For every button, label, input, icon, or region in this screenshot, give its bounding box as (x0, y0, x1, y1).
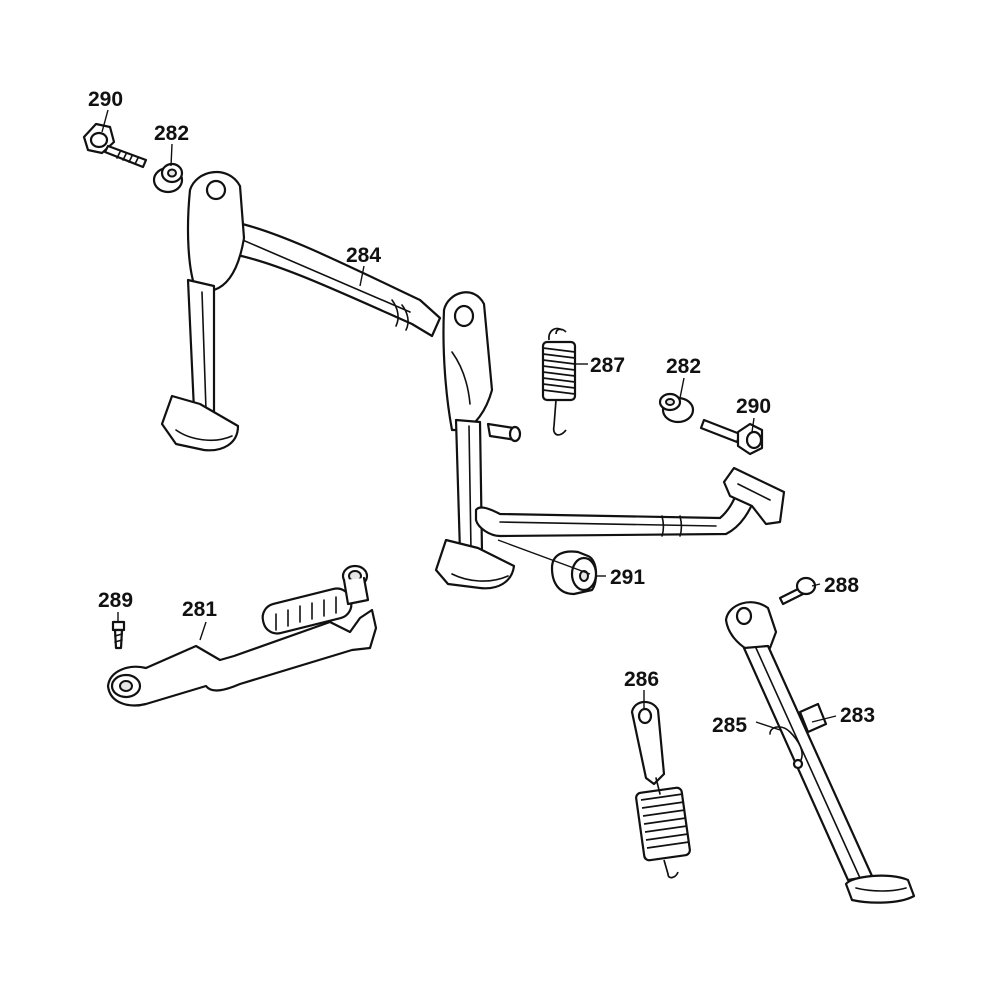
bushing-282-right[interactable] (658, 392, 695, 424)
callout-284: 284 (346, 244, 381, 267)
kick-lever-281[interactable] (106, 564, 378, 707)
callout-289: 289 (98, 589, 133, 612)
side-stand-283[interactable] (724, 601, 916, 904)
callout-282-top: 282 (154, 122, 189, 145)
bolt-290-top[interactable] (82, 122, 148, 169)
callout-290-top: 290 (88, 88, 123, 111)
bushing-282-top[interactable] (152, 162, 184, 194)
callout-288: 288 (824, 574, 859, 597)
callout-286: 286 (624, 668, 659, 691)
bolt-290-right[interactable] (699, 418, 764, 456)
callout-281: 281 (182, 598, 217, 621)
callout-290-right: 290 (736, 395, 771, 418)
spring-287[interactable] (541, 327, 577, 436)
leader-lines (101, 109, 837, 731)
clip-285[interactable] (769, 726, 804, 770)
stopper-291[interactable] (550, 550, 598, 596)
callout-285: 285 (712, 714, 747, 737)
callout-283: 283 (840, 704, 875, 727)
callout-287: 287 (590, 354, 625, 377)
bolt-288[interactable] (778, 576, 817, 606)
callout-282-right: 282 (666, 355, 701, 378)
callout-291: 291 (610, 566, 645, 589)
main-stand-284[interactable] (160, 170, 786, 590)
spring-286[interactable] (630, 700, 691, 879)
screw-289[interactable] (111, 620, 126, 650)
